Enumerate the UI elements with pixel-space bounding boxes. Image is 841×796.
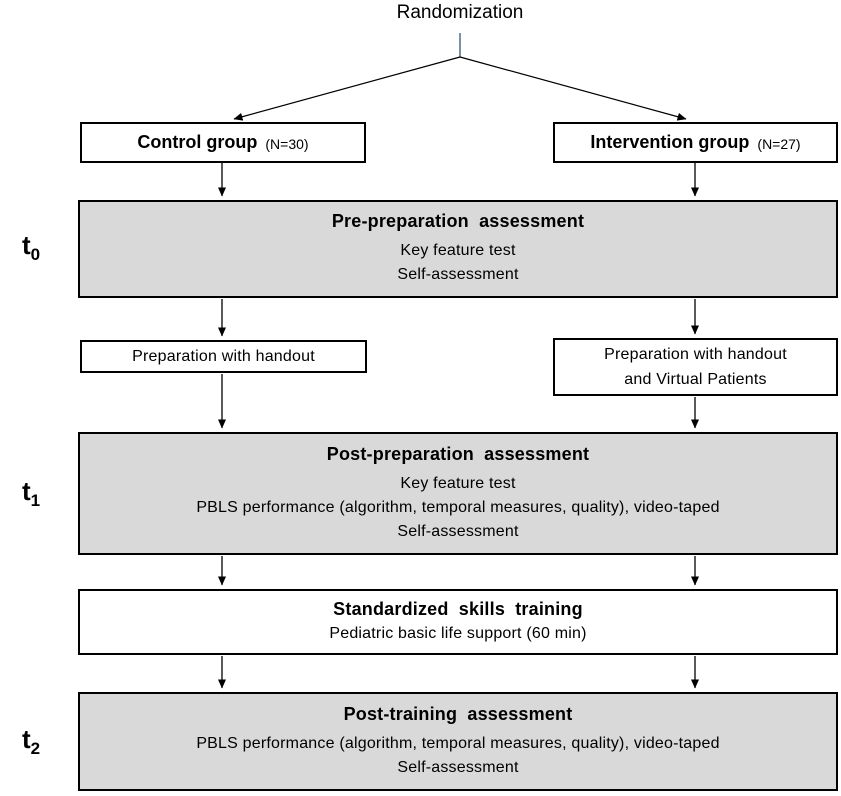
post-preparation-line: Key feature test <box>400 474 516 492</box>
control-group-n: (N=30) <box>265 135 309 152</box>
randomization-label: Randomization <box>396 2 524 23</box>
time-label-t2-subscript: 2 <box>30 739 41 759</box>
time-label-t0-subscript: 0 <box>30 245 41 265</box>
time-label-t2: t2 <box>22 724 40 759</box>
pre-preparation-title: Pre-preparation assessment <box>331 211 585 231</box>
skills-training-title: Standardized skills training <box>333 598 583 619</box>
skills-training-box: Standardized skills training Pediatric b… <box>78 589 838 655</box>
pre-preparation-line: Self-assessment <box>397 266 519 283</box>
preparation-handout-vp-line2: and Virtual Patients <box>624 371 767 388</box>
post-preparation-assessment-box: Post-preparation assessment Key feature … <box>78 432 838 555</box>
time-label-t1-subscript: 1 <box>30 491 41 511</box>
post-preparation-line: PBLS performance (algorithm, temporal me… <box>196 498 720 516</box>
post-training-title: Post-training assessment <box>343 703 573 724</box>
intervention-group-box: Intervention group (N=27) <box>553 122 838 163</box>
post-preparation-title: Post-preparation assessment <box>326 443 590 464</box>
preparation-handout-box: Preparation with handout <box>80 340 367 373</box>
time-label-t1: t1 <box>22 476 40 511</box>
pre-preparation-assessment-box: Pre-preparation assessment Key feature t… <box>78 200 838 298</box>
post-training-line: Self-assessment <box>397 758 519 776</box>
time-label-t1-letter: t <box>22 476 31 506</box>
skills-training-subtitle: Pediatric basic life support (60 min) <box>329 624 587 642</box>
intervention-group-n: (N=27) <box>757 135 801 152</box>
intervention-group-name: Intervention group <box>590 132 750 152</box>
preparation-handout-vp-box: Preparation with handout and Virtual Pat… <box>553 338 838 396</box>
preparation-handout-text: Preparation with handout <box>132 348 315 365</box>
time-label-t0: t0 <box>22 230 40 265</box>
post-training-assessment-box: Post-training assessment PBLS performanc… <box>78 692 838 791</box>
post-preparation-line: Self-assessment <box>397 522 519 540</box>
pre-preparation-line: Key feature test <box>400 242 516 259</box>
post-training-line: PBLS performance (algorithm, temporal me… <box>196 734 720 752</box>
control-group-box: Control group (N=30) <box>80 122 366 163</box>
time-label-t0-letter: t <box>22 230 31 260</box>
control-group-name: Control group <box>137 132 258 152</box>
preparation-handout-vp-line1: Preparation with handout <box>604 346 787 363</box>
time-label-t2-letter: t <box>22 724 31 754</box>
